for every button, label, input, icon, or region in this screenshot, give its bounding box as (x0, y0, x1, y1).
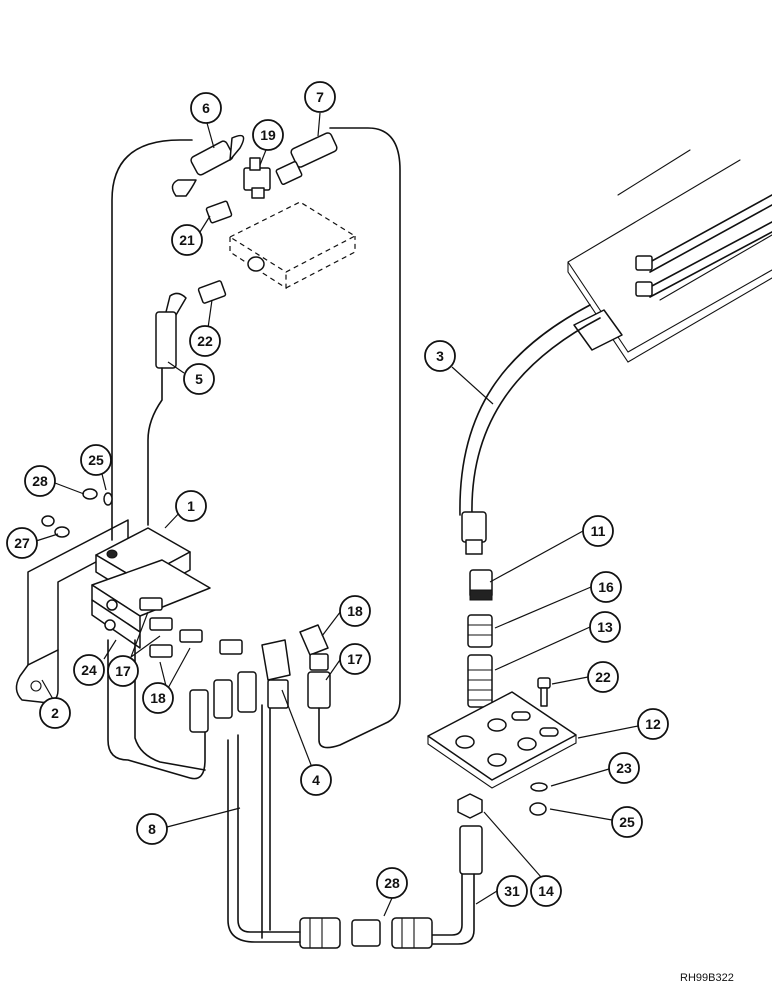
callout-16: 16 (590, 571, 622, 603)
fitting-19-20 (299, 127, 401, 749)
callout-12: 12 (637, 708, 669, 740)
callout-27-upper: 25 (80, 444, 112, 476)
callout-5: 4 (300, 764, 332, 796)
svg-text:22: 22 (595, 669, 611, 685)
callout-23: 22 (587, 661, 619, 693)
svg-text:28: 28 (32, 473, 48, 489)
callout-22-lower: 22 (189, 325, 221, 357)
upper-assembly (111, 132, 357, 541)
callout-6: 5 (183, 363, 215, 395)
callout-31: 31 (496, 875, 528, 907)
hose-31 (429, 793, 483, 945)
svg-text:25: 25 (619, 814, 635, 830)
svg-text:4: 4 (312, 772, 320, 788)
svg-text:1: 1 (187, 498, 195, 514)
svg-text:17: 17 (115, 663, 131, 679)
svg-text:11: 11 (591, 523, 606, 539)
svg-text:17: 17 (347, 651, 363, 667)
svg-text:7: 7 (316, 89, 324, 105)
svg-text:28: 28 (384, 875, 400, 891)
callout-2: 2 (39, 697, 71, 729)
callout-11: 11 (582, 515, 614, 547)
callout-21: 19 (252, 119, 284, 151)
callout-19: 17 (339, 643, 371, 675)
callout-25-right: 25 (611, 806, 643, 838)
callout-3: 3 (424, 340, 456, 372)
svg-text:18: 18 (347, 603, 363, 619)
callout-17: 17 (107, 655, 139, 687)
callout-4: 8 (136, 813, 168, 845)
callout-20: 18 (339, 595, 371, 627)
svg-text:24: 24 (81, 662, 97, 678)
valve-housing (567, 149, 772, 363)
svg-text:5: 5 (195, 371, 203, 387)
svg-text:23: 23 (616, 760, 632, 776)
svg-text:31: 31 (504, 883, 520, 899)
leader-lines (35, 112, 639, 917)
callout-14: 14 (530, 875, 562, 907)
svg-text:3: 3 (436, 348, 444, 364)
manifold-fittings (139, 597, 291, 709)
callout-28: 28 (24, 465, 56, 497)
callout-25-left: 24 (73, 654, 105, 686)
callout-22-upper: 21 (171, 224, 203, 256)
svg-text:27: 27 (14, 535, 30, 551)
small-hardware (529, 677, 551, 816)
washers-27-28 (41, 488, 113, 538)
callout-18: 18 (142, 682, 174, 714)
fitting-stack (467, 569, 493, 708)
svg-text:13: 13 (597, 619, 613, 635)
svg-text:22: 22 (197, 333, 213, 349)
svg-text:25: 25 (88, 452, 104, 468)
callout-1: 1 (175, 490, 207, 522)
callout-7: 6 (190, 92, 222, 124)
drawing-reference-code: RH99B322 (680, 972, 734, 984)
svg-text:8: 8 (148, 821, 156, 837)
svg-text:19: 19 (260, 127, 276, 143)
coupling-assembly (227, 699, 433, 949)
svg-text:2: 2 (51, 705, 59, 721)
callout-24: 23 (608, 752, 640, 784)
callout-8: 7 (304, 81, 336, 113)
svg-text:6: 6 (202, 100, 210, 116)
hose-3 (459, 304, 601, 555)
svg-text:18: 18 (150, 690, 166, 706)
svg-text:12: 12 (645, 716, 661, 732)
callout-13: 13 (589, 611, 621, 643)
plate-12 (427, 691, 577, 789)
svg-text:14: 14 (538, 883, 554, 899)
manifold-hoses (107, 639, 257, 780)
callout-33: 28 (376, 867, 408, 899)
callout-27-lower: 27 (6, 527, 38, 559)
svg-text:21: 21 (179, 232, 195, 248)
svg-text:16: 16 (598, 579, 614, 595)
